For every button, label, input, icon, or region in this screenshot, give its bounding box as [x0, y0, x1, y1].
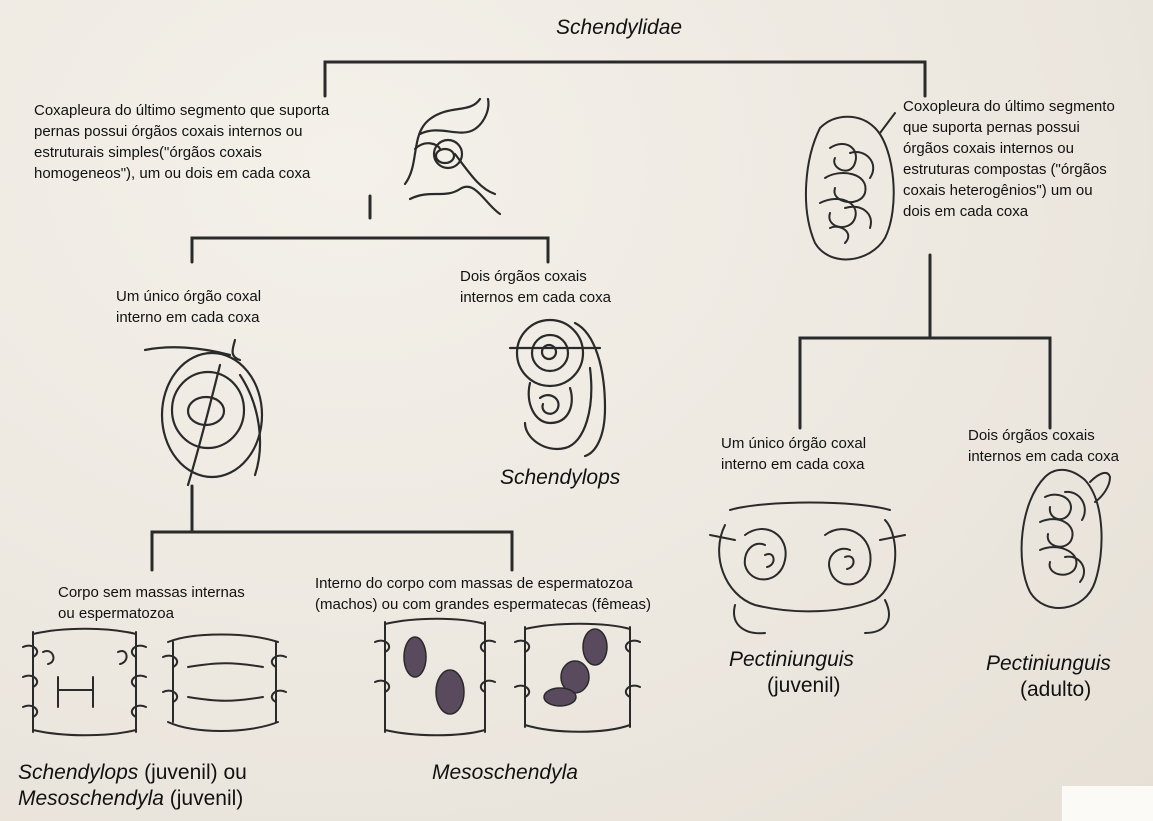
right-bracket [800, 338, 1050, 428]
pectiniunguis-adult-stage: (adulto) [1020, 677, 1091, 703]
pectiniunguis-juvenile-sketch [705, 495, 915, 635]
juvenile-taxon-2-rest: (juvenil) [164, 787, 243, 810]
right-two-organs-label: Dois órgãos coxais internos em cada coxa [968, 425, 1119, 467]
root-bracket [325, 62, 925, 96]
juvenile-taxon-2-name: Mesoschendyla [18, 787, 164, 810]
juvenile-taxa-label: Schendylops (juvenil) ou Mesoschendyla (… [18, 760, 247, 812]
single-bracket [152, 532, 512, 570]
mesoschendyla-label: Mesoschendyla [432, 760, 578, 786]
pectiniunguis-juvenile-stage: (juvenil) [767, 673, 841, 699]
schendylops-label: Schendylops [500, 465, 620, 491]
no-masses-body-sketch [18, 622, 293, 747]
heterogeneous-organ-sketch [800, 108, 910, 268]
left-group-description: Coxapleura do último segmento que suport… [34, 100, 329, 184]
left-single-organ-label: Um único órgão coxal interno em cada cox… [116, 286, 261, 328]
left-two-organs-label: Dois órgãos coxais internos em cada coxa [460, 266, 611, 308]
single-organ-sketch [140, 335, 270, 495]
juvenile-taxon-1-rest: (juvenil) ou [138, 761, 247, 784]
homogeneous-organ-sketch [400, 94, 510, 224]
with-masses-body-sketch [370, 612, 670, 742]
two-organs-sketch [505, 308, 615, 468]
with-masses-label: Interno do corpo com massas de espermato… [315, 573, 651, 615]
left-bracket [192, 238, 548, 262]
pectiniunguis-juvenile-name: Pectiniunguis [729, 647, 854, 673]
pectiniunguis-adult-name: Pectiniunguis [986, 651, 1111, 677]
juvenile-taxon-1-name: Schendylops [18, 761, 138, 784]
right-single-organ-label: Um único órgão coxal interno em cada cox… [721, 433, 866, 475]
no-masses-label: Corpo sem massas internas ou espermatozo… [58, 582, 245, 624]
right-group-description: Coxopleura do último segmento que suport… [903, 96, 1115, 222]
pectiniunguis-adult-sketch [1010, 462, 1120, 622]
family-title: Schendylidae [556, 16, 682, 40]
